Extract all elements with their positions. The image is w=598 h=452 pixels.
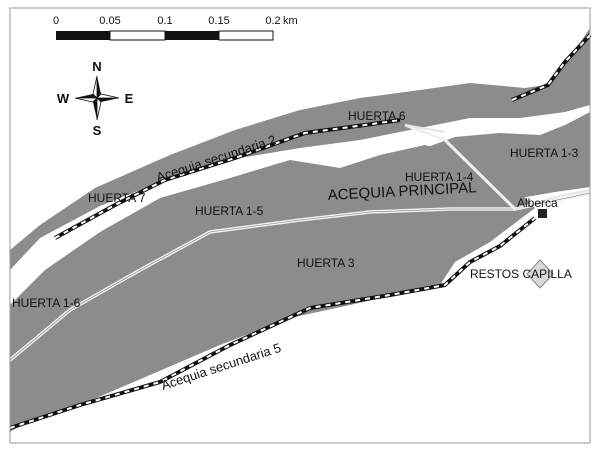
scale-tick-0.05: 0.05	[99, 15, 120, 27]
label-huerta-1-3: HUERTA 1-3	[510, 146, 579, 160]
label-huerta-1-6: HUERTA 1-6	[12, 296, 81, 310]
label-restos-capilla: RESTOS CAPILLA	[470, 267, 572, 281]
canal-acequia-secundaria-2	[54, 118, 401, 240]
parcel-main-huerta-3	[10, 145, 535, 432]
label-huerta-1-4: HUERTA 1-4	[405, 170, 474, 184]
label-huerta-1-5: HUERTA 1-5	[195, 204, 264, 218]
scale-tick-0: 0	[53, 15, 59, 27]
label-huerta-6: HUERTA 6	[348, 109, 406, 123]
compass-rose-icon: N S W E	[57, 59, 134, 138]
compass-north: N	[92, 59, 101, 74]
restos-capilla-marker	[526, 259, 554, 289]
channel-spur-line	[514, 189, 591, 210]
label-alberca: Alberca	[517, 196, 558, 210]
scale-bar: 0 0.05 0.1 0.15 0.2 km	[53, 15, 298, 41]
main-channel-line-outline	[9, 192, 591, 361]
compass-west: W	[57, 91, 70, 106]
compass-east: E	[125, 91, 134, 106]
label-huerta-7: HUERTA 7	[88, 191, 146, 205]
canal-acequia-secundaria-5	[9, 216, 537, 430]
branch-channel-line	[404, 123, 517, 211]
compass-south: S	[93, 123, 102, 138]
alberca-marker	[538, 209, 547, 218]
label-huerta-3: HUERTA 3	[297, 256, 355, 270]
map-frame	[9, 7, 591, 444]
scale-tick-0.2: 0.2	[265, 15, 280, 27]
scale-tick-0.1: 0.1	[157, 15, 172, 27]
branch-channel-top-line	[404, 124, 446, 133]
scale-unit: km	[283, 15, 298, 27]
scale-tick-0.15: 0.15	[208, 15, 229, 27]
parcel-huerta-7-band	[10, 28, 590, 270]
canal-northeast	[511, 33, 592, 102]
